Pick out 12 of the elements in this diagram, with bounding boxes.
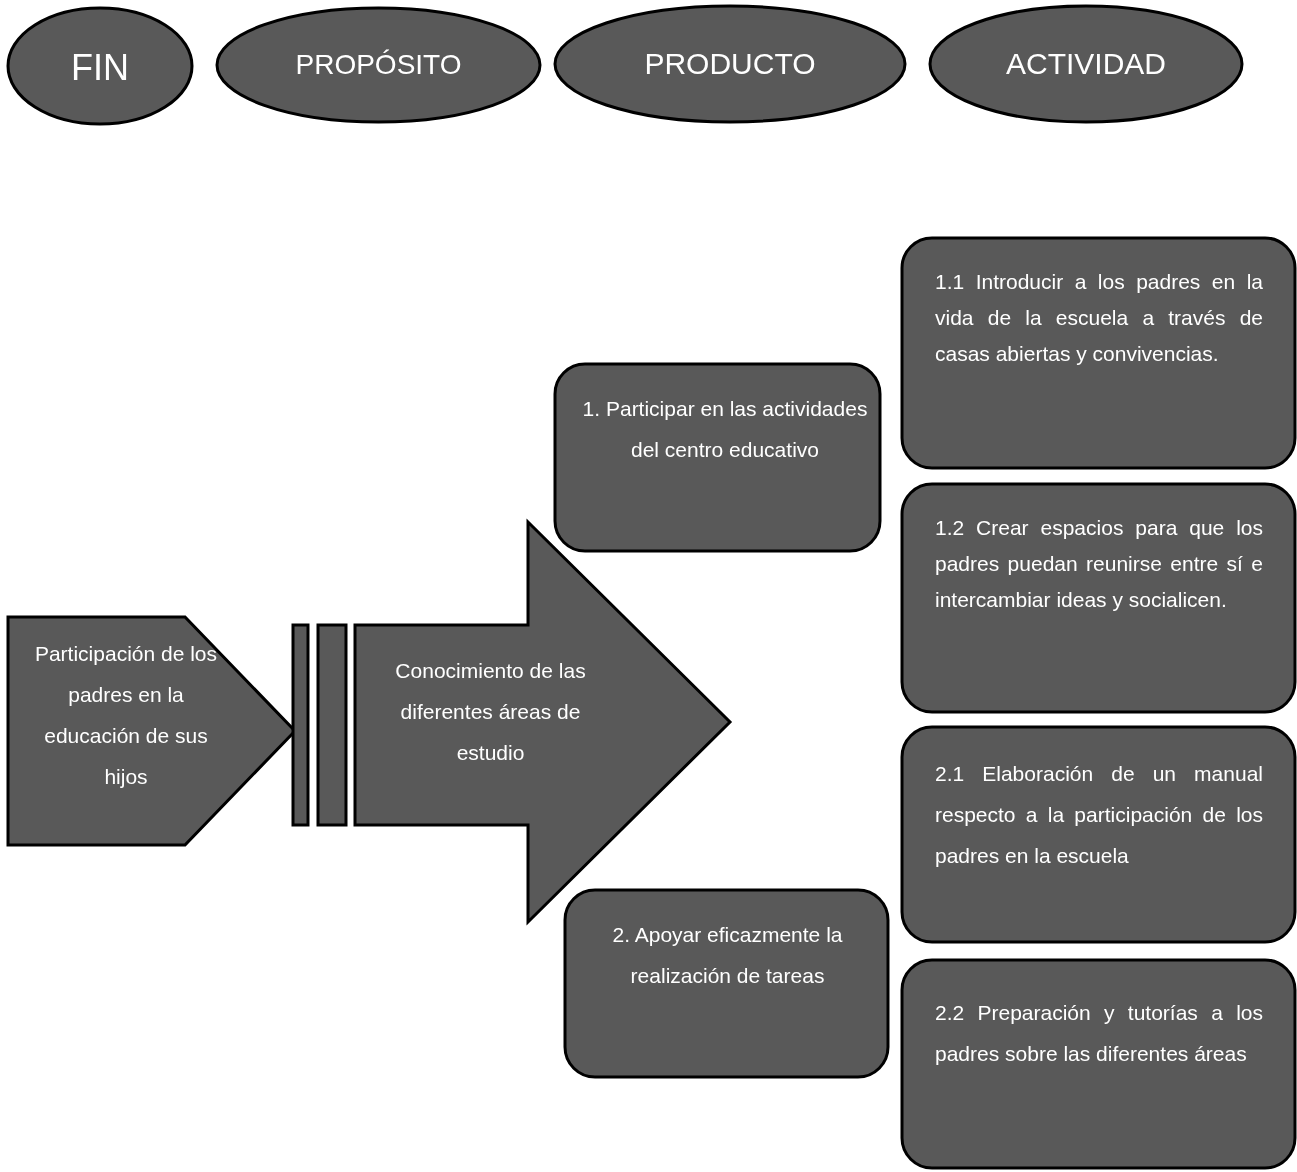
- node-text: ACTIVIDAD: [1005, 46, 1167, 82]
- node-text: 1. Participar en las actividades del centro educativo: [581, 396, 869, 463]
- node-text: 2.2 Preparación y tutorías a los padres sobre las diferentes áreas: [935, 1000, 1263, 1067]
- node-text: PROPÓSITO: [294, 48, 463, 82]
- node-text: FIN: [70, 46, 130, 90]
- node-text: Conocimiento de las diferentes áreas de estudio: [394, 658, 587, 766]
- node-text: PRODUCTO: [643, 46, 817, 82]
- node-text: 2. Apoyar eficazmente la realización de tareas: [611, 922, 844, 989]
- node-text: 1.2 Crear espacios para que los padres puedan reunirse entre sí e intercambiar ideas y socialicen.: [935, 515, 1263, 613]
- node-text: Participación de los padres en la educación de sus hijos: [33, 641, 219, 790]
- node-text: 2.1 Elaboración de un manual respecto a la participación de los padres en la escuela: [935, 761, 1263, 869]
- node-text: 1.1 Introducir a los padres en la vida de la escuela a través de casas abiertas y convivencias.: [935, 269, 1263, 367]
